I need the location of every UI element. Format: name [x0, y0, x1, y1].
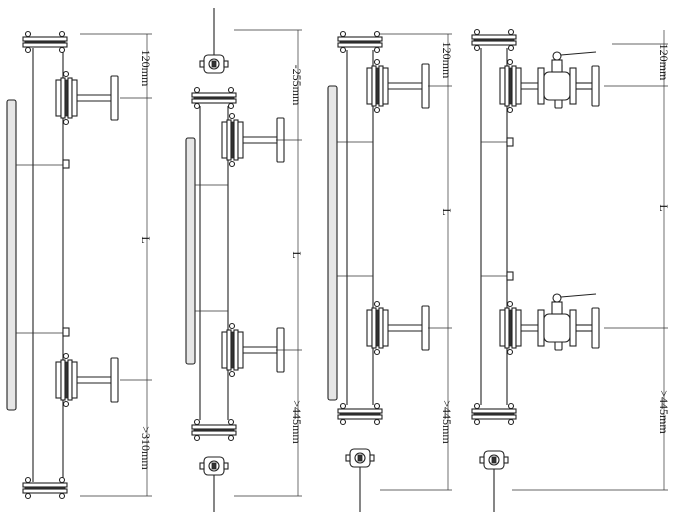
gauge-3-drawing	[327, 30, 452, 512]
gauge-4-drawing	[471, 28, 668, 512]
gauge-1-length-label: L	[139, 236, 153, 243]
gauge-3-top-dimension: 120mm	[440, 42, 454, 79]
gauge-3-bottom-dimension: >445mm	[440, 400, 454, 444]
gauge-4-top-dimension: 120mm	[657, 44, 671, 81]
gauge-3-length-label: L	[440, 208, 454, 215]
gauge-4-length-label: L	[657, 204, 671, 211]
gauge-2-bottom-dimension: >445mm	[290, 400, 304, 444]
gauge-2-length-label: L	[290, 251, 304, 258]
gauge-4-bottom-dimension: >445mm	[657, 390, 671, 434]
gauge-1-drawing	[6, 30, 152, 500]
gauge-1-bottom-dimension: >310mm	[139, 426, 153, 470]
gauge-1-top-dimension: 120mm	[139, 50, 153, 87]
gauge-2-drawing	[185, 8, 302, 512]
gauge-2-top-dimension: -255mm	[290, 65, 304, 106]
